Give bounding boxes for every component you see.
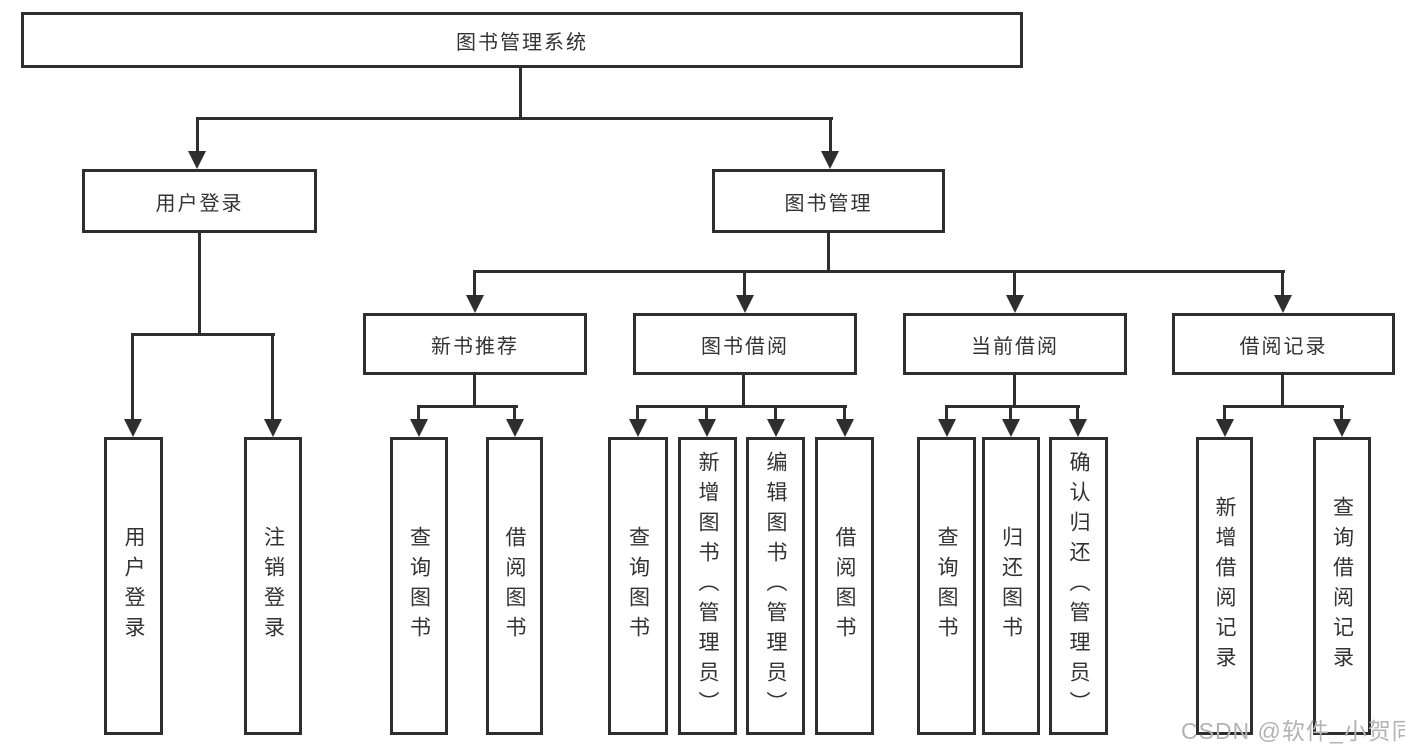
arrow-down-icon	[629, 419, 647, 437]
node-label: 查询图书	[407, 526, 431, 646]
arrow-down-icon	[836, 419, 854, 437]
node-borrow-records: 借阅记录	[1172, 313, 1395, 375]
arrow-down-icon	[124, 419, 142, 437]
connector-line	[1013, 373, 1016, 408]
node-label: 注销登录	[261, 526, 285, 646]
arrow-down-icon	[767, 419, 785, 437]
connector-line	[271, 333, 274, 421]
arrow-down-icon	[1333, 419, 1351, 437]
arrow-down-icon	[938, 419, 956, 437]
connector-line	[1013, 270, 1016, 297]
connector-line	[473, 270, 1285, 273]
node-label: 图书借阅	[701, 335, 789, 358]
leaf-borrow-books: 借阅图书	[815, 437, 874, 735]
connector-line	[1281, 373, 1284, 408]
leaf-add-book-admin: 新增图书（管理员）	[678, 437, 737, 735]
arrow-down-icon	[506, 419, 524, 437]
connector-line	[1076, 405, 1079, 422]
node-book-management: 图书管理	[712, 169, 945, 233]
arrow-down-icon	[1274, 295, 1292, 313]
arrow-down-icon	[1216, 419, 1234, 437]
leaf-logout: 注销登录	[244, 437, 302, 735]
connector-line	[827, 231, 830, 273]
node-new-book-recommend: 新书推荐	[363, 313, 587, 375]
arrow-down-icon	[264, 419, 282, 437]
leaf-query-borrow-record: 查询借阅记录	[1313, 437, 1371, 735]
leaf-return-book: 归还图书	[982, 437, 1040, 735]
arrow-down-icon	[1069, 419, 1087, 437]
connector-line	[131, 333, 275, 336]
node-label: 新增图书（管理员）	[696, 451, 719, 721]
arrow-down-icon	[410, 419, 428, 437]
leaf-confirm-return-admin: 确认归还（管理员）	[1049, 437, 1108, 735]
connector-line	[743, 270, 746, 297]
connector-line	[198, 231, 201, 335]
node-label: 用户登录	[155, 192, 244, 215]
node-label: 当前借阅	[971, 335, 1059, 358]
connector-line	[636, 405, 639, 422]
node-label: 图书管理系统	[456, 31, 588, 54]
connector-line	[945, 405, 1080, 408]
connector-line	[742, 373, 745, 408]
arrow-down-icon	[1006, 295, 1024, 313]
node-label: 新增借阅记录	[1213, 496, 1236, 676]
node-root-library-system: 图书管理系统	[21, 12, 1023, 68]
connector-line	[196, 117, 199, 154]
node-label: 查询借阅记录	[1330, 496, 1354, 676]
leaf-query-books-recommend: 查询图书	[390, 437, 448, 735]
connector-line	[636, 405, 847, 408]
node-label: 借阅图书	[833, 526, 856, 646]
leaf-query-books-current: 查询图书	[917, 437, 976, 735]
connector-line	[196, 117, 833, 120]
connector-line	[473, 270, 476, 297]
leaf-add-borrow-record: 新增借阅记录	[1196, 437, 1253, 735]
node-label: 图书管理	[784, 192, 873, 215]
leaf-query-books-borrow: 查询图书	[608, 437, 668, 735]
connector-line	[513, 405, 516, 422]
node-label: 归还图书	[999, 526, 1023, 646]
connector-line	[417, 405, 420, 422]
connector-line	[1223, 405, 1226, 422]
connector-line	[1340, 405, 1343, 422]
node-label: 编辑图书（管理员）	[764, 451, 787, 721]
arrow-down-icon	[736, 295, 754, 313]
watermark-text: CSDN @软件_小贺同学	[1181, 718, 1405, 744]
node-book-borrow: 图书借阅	[633, 313, 857, 375]
connector-line	[829, 117, 832, 154]
leaf-borrow-books-recommend: 借阅图书	[486, 437, 543, 735]
arrow-down-icon	[466, 295, 484, 313]
arrow-down-icon	[698, 419, 716, 437]
connector-line	[131, 333, 134, 421]
node-label: 借阅记录	[1239, 335, 1328, 358]
arrow-down-icon	[188, 151, 206, 169]
arrow-down-icon	[821, 151, 839, 169]
connector-line	[705, 405, 708, 422]
node-label: 用户登录	[122, 526, 145, 646]
leaf-user-login: 用户登录	[104, 437, 163, 735]
arrow-down-icon	[1002, 419, 1020, 437]
connector-line	[1223, 405, 1344, 408]
node-label: 查询图书	[626, 526, 650, 646]
connector-line	[417, 405, 518, 408]
node-user-login: 用户登录	[82, 169, 317, 233]
node-label: 新书推荐	[431, 335, 519, 358]
connector-line	[1281, 270, 1284, 297]
connector-line	[843, 405, 846, 422]
node-label: 查询图书	[935, 526, 958, 646]
node-label: 确认归还（管理员）	[1067, 451, 1090, 721]
node-label: 借阅图书	[503, 526, 526, 646]
connector-line	[1009, 405, 1012, 422]
leaf-edit-book-admin: 编辑图书（管理员）	[746, 437, 805, 735]
connector-line	[473, 373, 476, 408]
connector-line	[774, 405, 777, 422]
connector-line	[945, 405, 948, 422]
node-current-borrow: 当前借阅	[903, 313, 1127, 375]
connector-line	[519, 66, 522, 119]
